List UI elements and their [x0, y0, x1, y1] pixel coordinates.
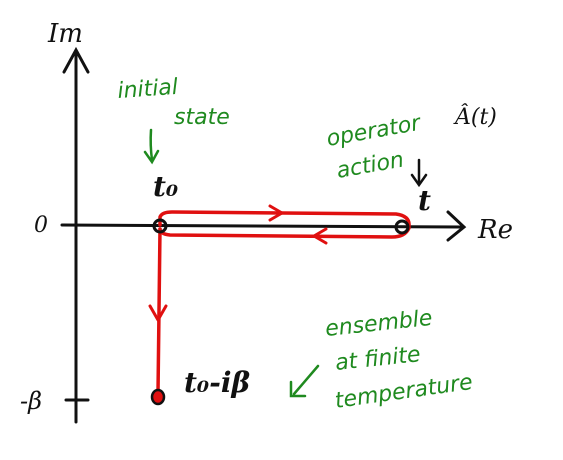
initial-state-pointer [143, 128, 160, 165]
initial-state-line-1: initial [117, 75, 179, 104]
bottom-point-label: t₀-iβ [184, 366, 250, 399]
operator-action-line-1: operator [325, 111, 424, 152]
downward-arrow [148, 304, 168, 322]
start-point-label: t₀ [153, 170, 178, 203]
forward-arrow [268, 204, 284, 222]
operator-action-line-2: action [335, 148, 406, 184]
ensemble-pointer [289, 364, 320, 398]
contour-arrows [148, 204, 328, 322]
imaginary-axis [62, 46, 90, 424]
operator-symbol: Â(t) [453, 103, 497, 130]
ensemble-line-1: ensemble [324, 306, 434, 342]
end-point-marker [394, 219, 410, 235]
ensemble-note: ensemble at finite temperature [324, 306, 474, 414]
initial-state-note: initial state [117, 75, 230, 130]
real-axis-label: Re [477, 215, 513, 245]
initial-state-line-2: state [174, 105, 230, 130]
ensemble-line-3: temperature [333, 370, 474, 414]
beta-tick-label: -β [20, 387, 42, 415]
backward-arrow [312, 227, 328, 245]
zero-tick-label: 0 [34, 213, 48, 238]
start-point-marker [152, 218, 168, 234]
operator-action-pointer [410, 158, 428, 188]
end-point-label: t [418, 184, 431, 217]
ensemble-line-2: at finite [334, 342, 422, 376]
operator-action-note: operator action [325, 111, 424, 184]
imaginary-axis-label: Im [47, 19, 83, 49]
bottom-point-marker [150, 388, 166, 406]
